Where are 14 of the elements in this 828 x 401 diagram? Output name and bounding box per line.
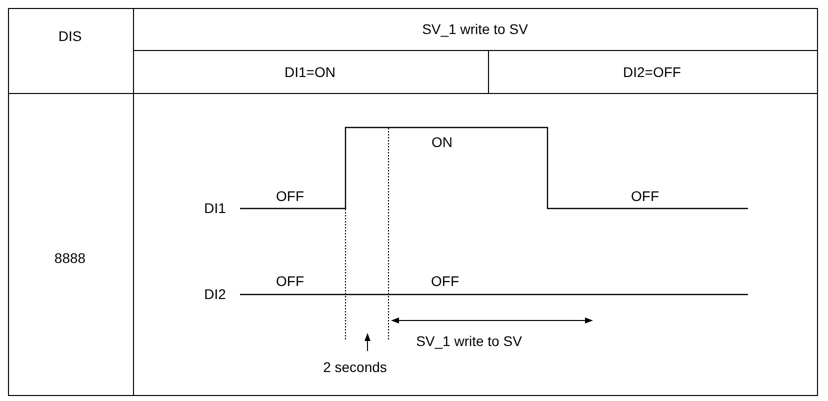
signal-name: DI2 (204, 286, 226, 302)
column-header: DI2=OFF (623, 64, 681, 80)
column-header: DIS (58, 28, 82, 44)
annotation-label: SV_1 write to SV (416, 333, 522, 349)
row-header: 8888 (54, 250, 86, 266)
state-label: ON (432, 134, 452, 150)
signal-name: DI1 (204, 200, 226, 216)
state-label: OFF (631, 188, 659, 204)
column-header: DI1=ON (284, 64, 336, 80)
state-label: OFF (431, 273, 459, 289)
column-header: SV_1 write to SV (422, 21, 528, 37)
annotation-label: 2 seconds (323, 359, 387, 375)
state-label: OFF (276, 273, 304, 289)
state-label: OFF (276, 188, 304, 204)
